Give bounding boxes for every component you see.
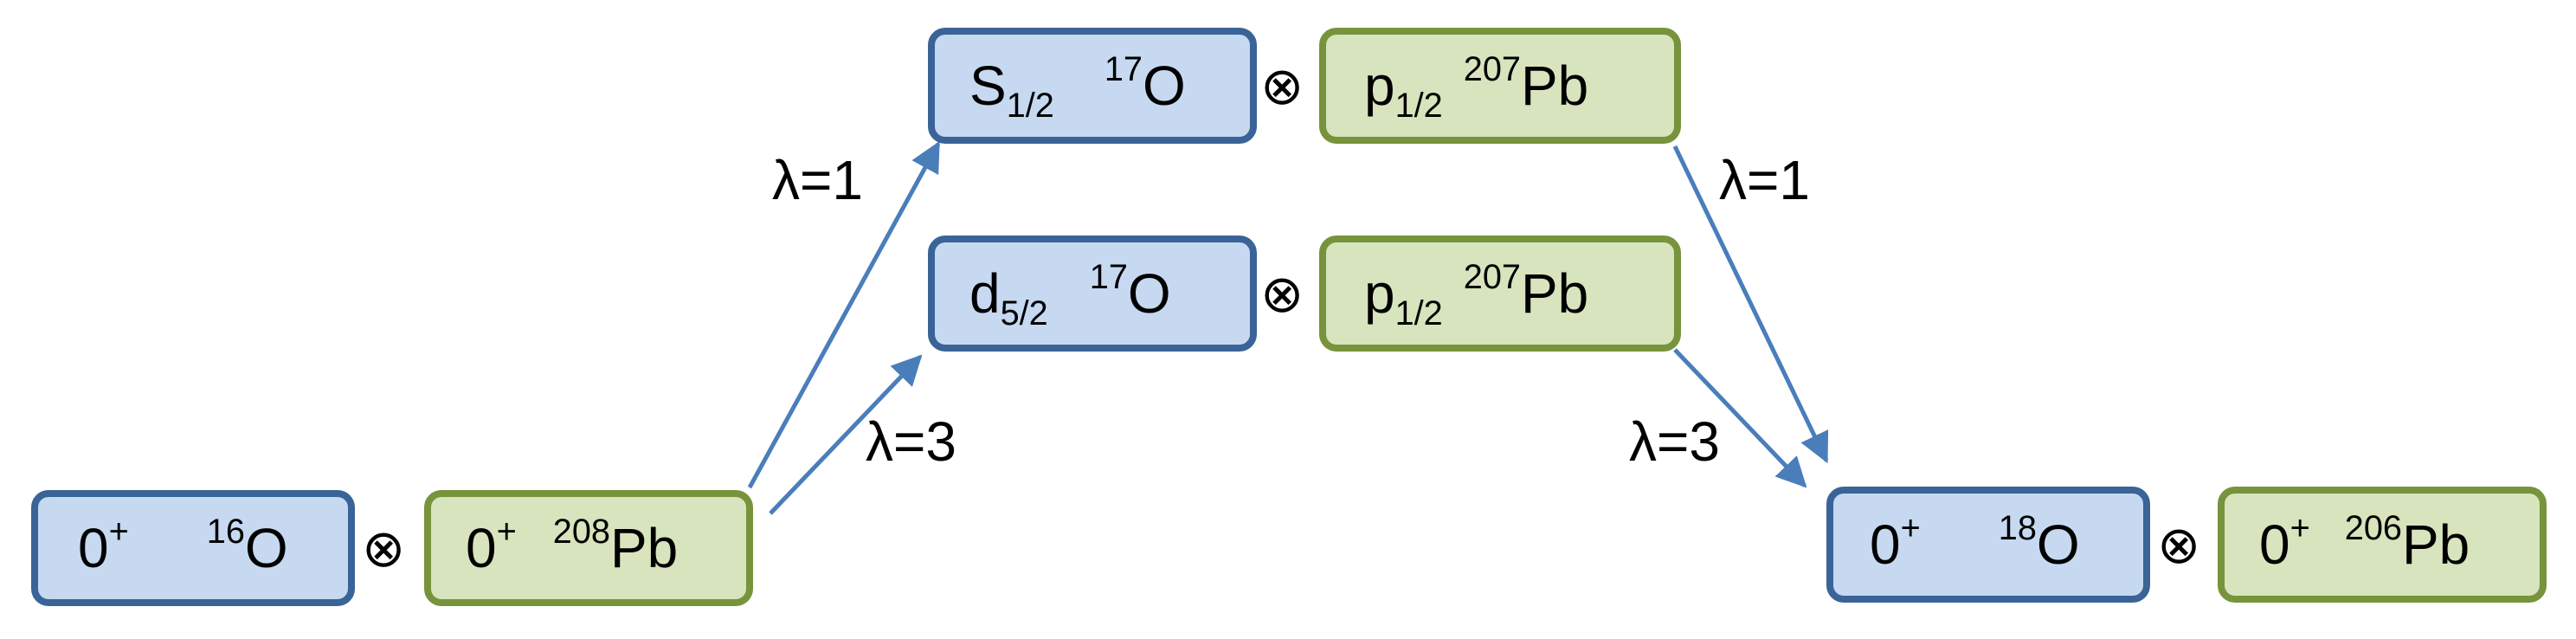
upper-coupling-symbol: ⊗ [1260,56,1304,117]
final-projectile-box: 0+ 18O [1826,487,2150,603]
lambda-label-upper-right: λ=1 [1719,149,1810,211]
lambda-label-upper-left: λ=1 [772,149,863,211]
initial-projectile-spin: 0+ [78,513,129,579]
lower-target-nucleus: 207Pb [1463,258,1589,325]
lower-target-orbital: p1/2 [1364,262,1443,332]
initial-projectile-nucleus: 16O [206,513,288,579]
lower-coupling-symbol: ⊗ [1260,264,1304,325]
final-projectile-nucleus: 18O [1998,509,2080,576]
upper-projectile-nucleus: 17O [1104,50,1186,117]
upper-target-box: p1/2 207Pb [1319,28,1681,144]
arrow-initial-to-s12 [747,140,941,489]
initial-coupling-symbol: ⊗ [362,519,406,579]
lower-target-box: p1/2 207Pb [1319,236,1681,352]
final-target-box: 0+ 206Pb [2218,487,2547,603]
final-projectile-spin: 0+ [1870,509,1921,576]
initial-target-nucleus: 208Pb [552,513,679,579]
lower-projectile-orbital: d5/2 [969,262,1048,332]
initial-target-spin: 0+ [466,513,517,579]
upper-projectile-box: S1/2 17O [928,28,1257,144]
arrow-d52-to-final [1673,348,1807,488]
lower-projectile-nucleus: 17O [1089,258,1171,325]
final-target-nucleus: 206Pb [2344,509,2470,576]
lambda-label-lower-right: λ=3 [1629,410,1720,473]
upper-target-nucleus: 207Pb [1463,50,1589,117]
arrow-s12-to-final [1672,145,1829,464]
upper-projectile-orbital: S1/2 [969,55,1054,125]
final-target-spin: 0+ [2259,509,2310,576]
final-coupling-symbol: ⊗ [2157,515,2201,576]
arrow-initial-to-d52 [769,354,923,515]
lambda-label-lower-left: λ=3 [866,410,956,473]
upper-target-orbital: p1/2 [1364,55,1443,125]
initial-target-box: 0+ 208Pb [424,490,753,606]
initial-projectile-box: 0+ 16O [31,490,355,606]
lower-projectile-box: d5/2 17O [928,236,1257,352]
